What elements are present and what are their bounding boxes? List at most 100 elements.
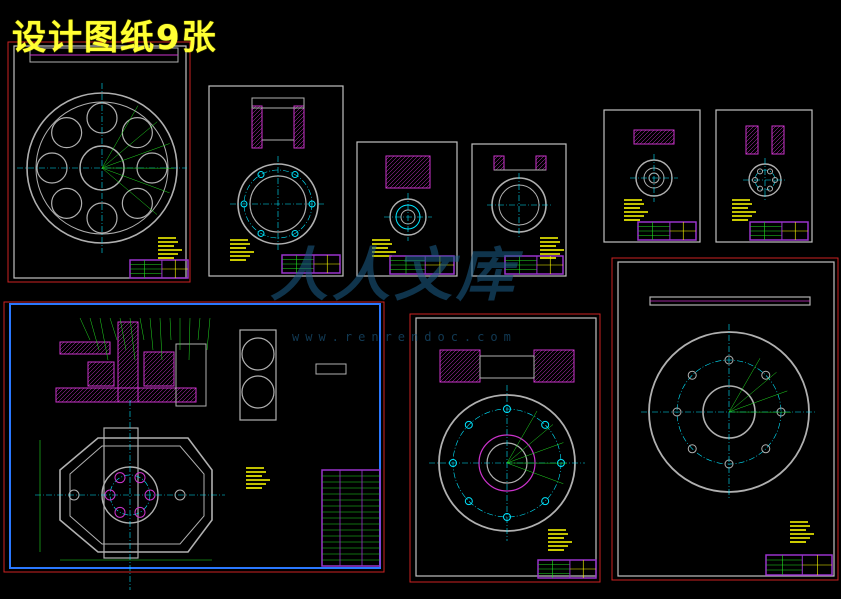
dimension-leader — [102, 106, 138, 168]
hatch-line — [538, 350, 570, 382]
hatch-line — [634, 130, 638, 134]
hatch-line — [154, 366, 174, 386]
hatch-line — [74, 388, 88, 402]
hatch-line — [550, 358, 574, 382]
hatch-line — [118, 370, 138, 390]
hatch-line — [496, 162, 504, 170]
hatch-line — [640, 130, 654, 144]
hatch-line — [146, 388, 160, 402]
hatch-line — [534, 350, 538, 354]
hatch-line — [398, 156, 430, 188]
hatch-line — [386, 156, 406, 176]
sheet-small-flange — [604, 110, 700, 242]
hatch-line — [144, 352, 168, 376]
hatch-line — [460, 362, 480, 382]
bolt-hole — [762, 371, 770, 379]
hatch-line — [294, 132, 304, 142]
hatch-line — [440, 350, 448, 358]
hatch-line — [104, 376, 114, 386]
hatch-line — [750, 146, 758, 154]
hatch-line — [422, 180, 430, 188]
hatch-line — [386, 156, 418, 188]
hatch-line — [96, 368, 114, 386]
hatch-line — [252, 116, 262, 126]
balloon-leader — [80, 318, 90, 340]
hatch-line — [294, 116, 304, 126]
hatch-line — [258, 144, 262, 148]
hatch-line — [118, 322, 138, 342]
hatch-line — [464, 366, 480, 382]
hatch-line — [138, 388, 152, 402]
hatch-line — [118, 374, 138, 394]
hatch-line — [146, 358, 174, 386]
fixture-column — [104, 428, 138, 558]
hatch-line — [440, 350, 456, 366]
hatch-line — [746, 126, 750, 130]
hatch-line — [186, 392, 196, 402]
hatch-line — [440, 350, 464, 374]
hatch-line — [664, 134, 674, 144]
hatch-line — [158, 388, 172, 402]
hatch-line — [780, 150, 784, 154]
hatch-line — [534, 350, 562, 378]
dimension-leader — [102, 168, 157, 215]
hatch-line — [252, 112, 262, 122]
hatch-line — [746, 126, 754, 134]
hatch-line — [542, 350, 574, 382]
page-title: 设计图纸9张 — [12, 10, 218, 59]
hatch-line — [88, 362, 112, 386]
hatch-line — [88, 362, 96, 370]
hatch-line — [660, 130, 674, 144]
hatch-line — [440, 350, 472, 382]
hatch-line — [134, 398, 138, 402]
dimension-leader — [102, 122, 157, 168]
bolt-hole — [135, 507, 145, 517]
hatch-line — [82, 388, 96, 402]
hatch-line — [170, 388, 184, 402]
side-view-hole — [242, 338, 274, 370]
hatch-line — [386, 156, 410, 180]
hatch-line — [78, 388, 92, 402]
hatch-line — [162, 388, 176, 402]
hatch-line — [62, 388, 76, 402]
hatch-line — [390, 156, 422, 188]
bolt-hole — [115, 473, 125, 483]
sheet-border-inner — [416, 318, 596, 576]
hatch-line — [118, 326, 138, 346]
hatch-line — [476, 378, 480, 382]
hatch-line — [776, 146, 784, 154]
hatch-line — [56, 388, 64, 396]
hatch-line — [60, 342, 68, 350]
pocket — [122, 188, 152, 218]
hatch-line — [570, 378, 574, 382]
hatch-line — [554, 362, 574, 382]
watermark-brand: 人人文库 — [270, 228, 518, 312]
hatch-line — [394, 156, 426, 188]
hatch-line — [294, 120, 304, 130]
hatch-line — [178, 388, 192, 402]
hatch-line — [754, 150, 758, 154]
sheet-hub — [716, 110, 812, 242]
hatch-line — [494, 156, 498, 160]
hatch-line — [440, 350, 460, 370]
hatch-line — [444, 350, 476, 382]
hatch-line — [566, 374, 574, 382]
bolt-hole — [542, 421, 549, 428]
hatch-line — [534, 350, 566, 382]
hatch-line — [118, 362, 138, 382]
hatch-line — [414, 172, 430, 188]
hatch-line — [144, 352, 164, 372]
balloon-leader — [150, 318, 153, 350]
bolt-hole — [465, 498, 472, 505]
hatch-line — [636, 130, 650, 144]
hatch-line — [252, 136, 262, 146]
hatch-line — [456, 358, 480, 382]
dimension-leader — [507, 411, 537, 463]
hatch-line — [60, 342, 64, 346]
hatch-line — [90, 388, 104, 402]
hatch-line — [542, 166, 546, 170]
hatch-line — [294, 106, 302, 114]
balloon-leader — [110, 318, 117, 340]
balloon-leader — [170, 318, 171, 340]
